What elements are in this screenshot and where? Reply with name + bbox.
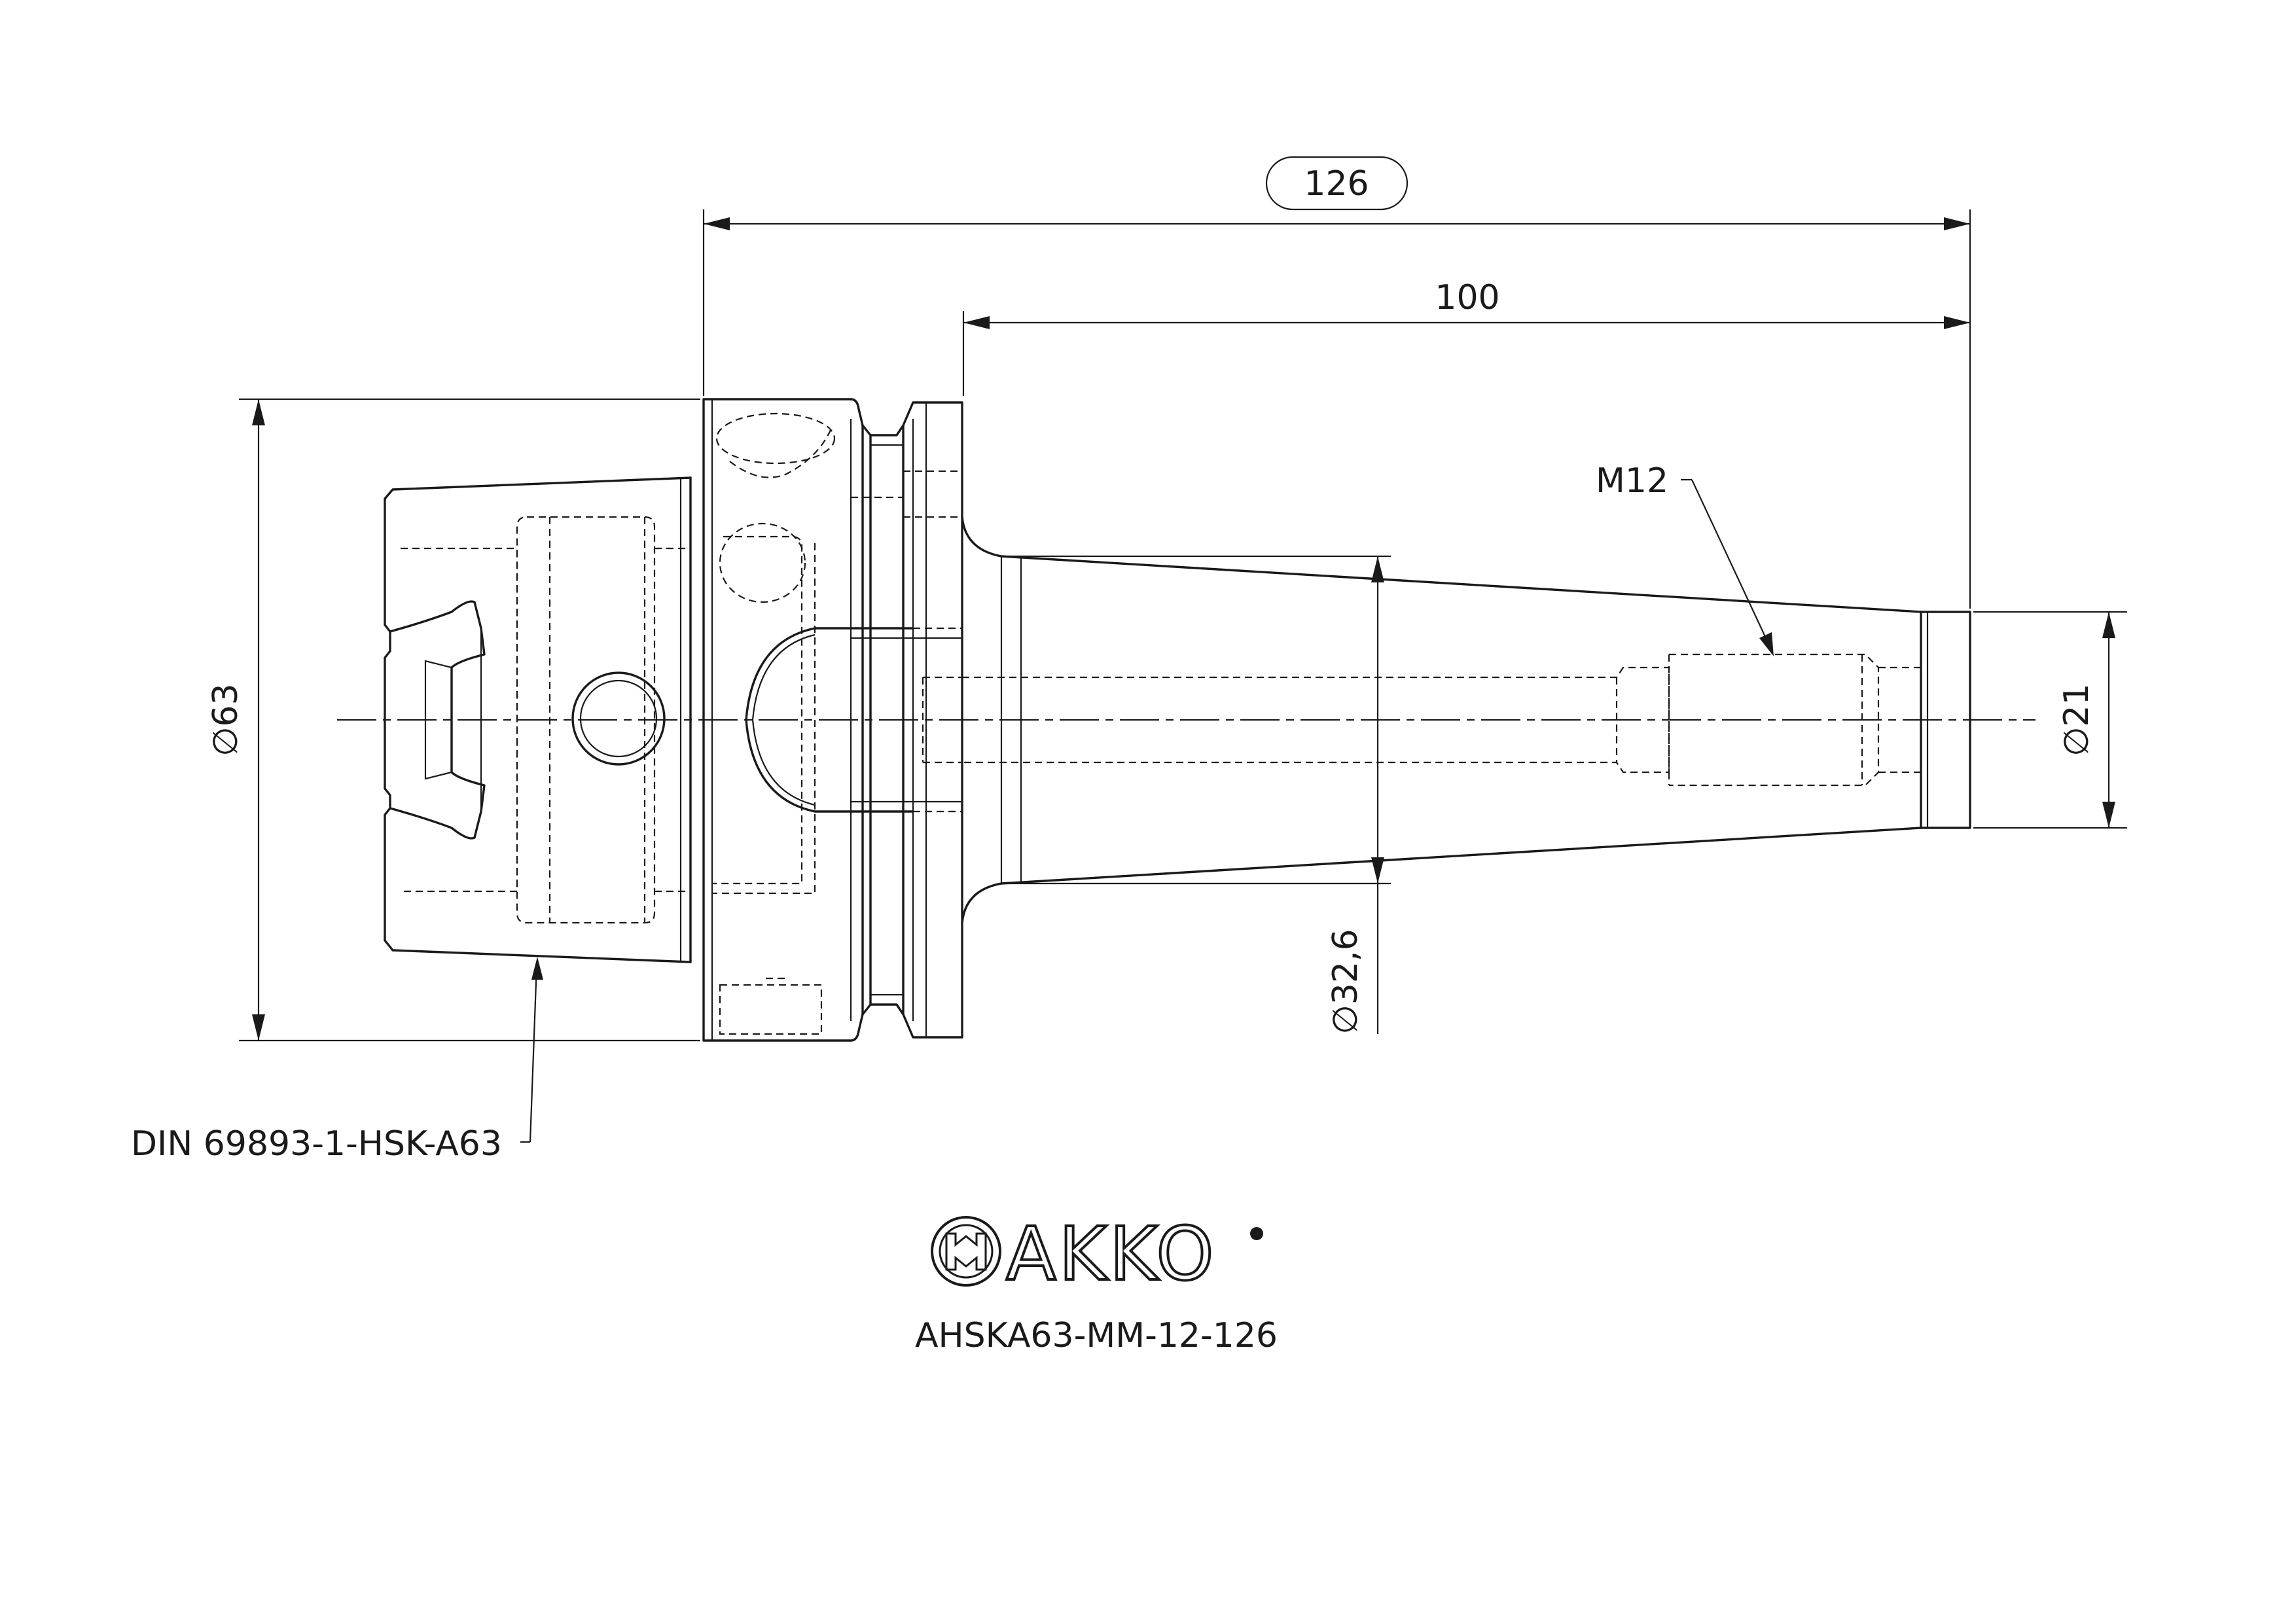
brand-name: AKKO — [1006, 1212, 1217, 1297]
standard-callout: DIN 69893-1-HSK-A63 — [131, 957, 543, 1164]
radial-hole — [571, 671, 666, 766]
brand-logo: AKKO — [931, 1211, 1263, 1298]
akko-logo-icon — [931, 1216, 1001, 1287]
tapered-shank — [922, 516, 1971, 924]
thread-callout: M12 — [1596, 461, 1774, 656]
dimension-21: ∅21 — [1973, 611, 2127, 829]
hsk-shank — [384, 476, 692, 963]
flange — [702, 398, 963, 1042]
dimension-32-6: ∅32,6 — [1008, 555, 1391, 1035]
standard-label: DIN 69893-1-HSK-A63 — [131, 1124, 502, 1164]
thread-label: M12 — [1596, 461, 1668, 501]
dimension-63-label: ∅63 — [206, 683, 245, 756]
dimension-126: 126 — [704, 156, 1970, 230]
dimension-63: ∅63 — [206, 398, 700, 1042]
dimension-126-label: 126 — [1304, 164, 1369, 204]
dimension-32-6-label: ∅32,6 — [1326, 929, 1365, 1034]
dimension-21-label: ∅21 — [2057, 683, 2096, 756]
dimension-100-label: 100 — [1435, 278, 1499, 317]
dimension-100: 100 — [963, 278, 1970, 329]
registered-mark-icon — [1250, 1227, 1263, 1240]
part-number: AHSKA63-MM-12-126 — [915, 1316, 1278, 1355]
